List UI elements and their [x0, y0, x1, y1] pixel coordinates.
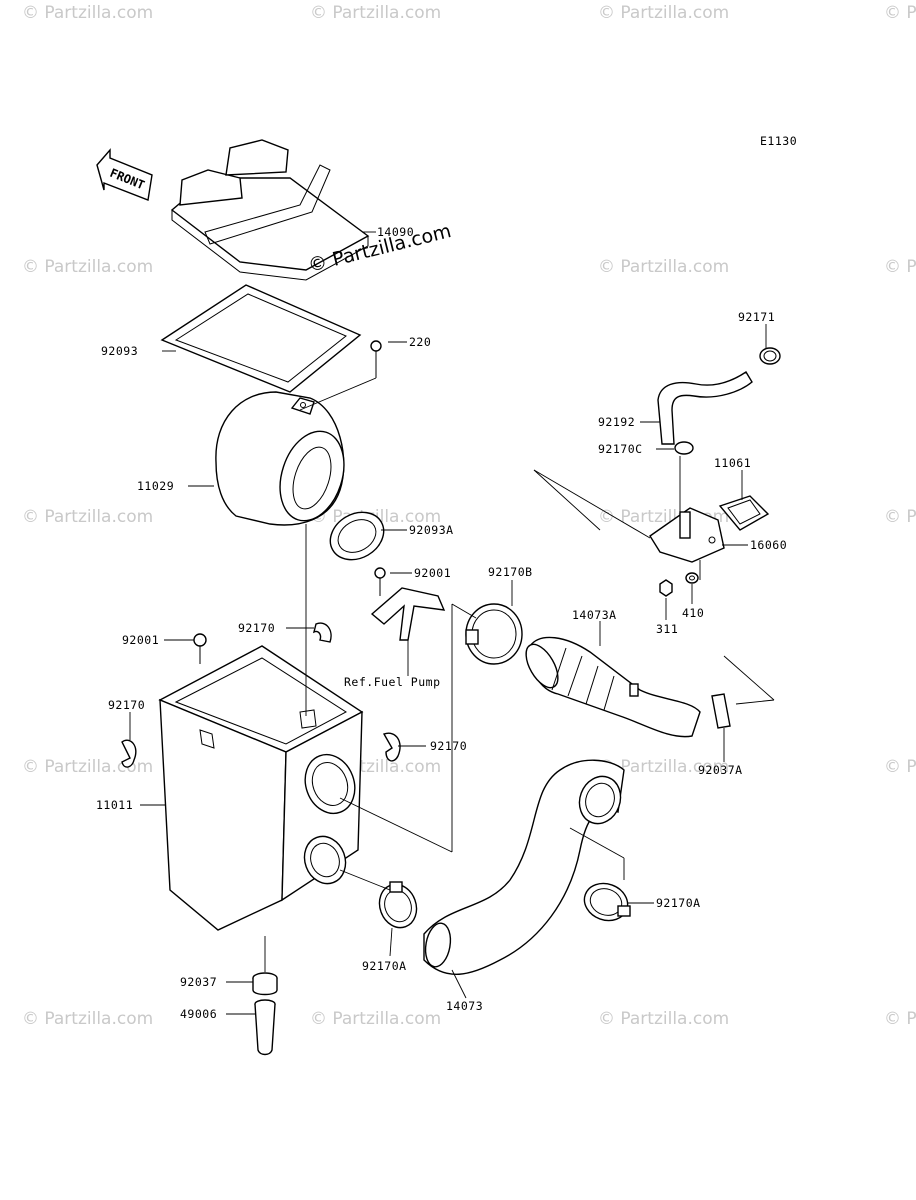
intake-boot-14073A	[525, 636, 701, 738]
watermark: © Partzilla.com	[884, 757, 916, 777]
fuel-pump-bracket	[370, 587, 446, 641]
part-label: 92170	[108, 698, 145, 712]
part-label: 11011	[96, 798, 133, 812]
clamp-92171	[759, 347, 781, 365]
watermark: © Partzilla.com	[884, 507, 916, 527]
clamp-92037	[252, 972, 278, 996]
intake-duct-14073	[423, 759, 625, 975]
watermark: © Partzilla.com	[598, 3, 729, 23]
part-label: 92170	[430, 739, 467, 753]
diagram-code: E1130	[760, 134, 797, 148]
part-label: 14090	[377, 225, 414, 239]
watermark: © Partzilla.com	[884, 257, 916, 277]
watermark: © Partzilla.com	[310, 3, 441, 23]
screw-220	[370, 340, 382, 378]
part-labels: 14090 92093 220 11029 92093A 92001 92170…	[96, 225, 787, 1021]
part-label: 14073A	[572, 608, 617, 622]
watermark: © Partzilla.com	[22, 757, 153, 777]
watermark: © Partzilla.com	[884, 3, 916, 23]
clamp-92170A-left	[378, 881, 418, 929]
reference-note: Ref.Fuel Pump	[344, 675, 441, 689]
air-cleaner-cover	[170, 139, 370, 281]
watermark-grid: © Partzilla.com © Partzilla.com © Partzi…	[22, 3, 916, 1029]
bolt-92001-bracket	[374, 567, 386, 596]
watermark: © Partzilla.com	[598, 1009, 729, 1029]
part-label: 92001	[122, 633, 159, 647]
part-label: 410	[682, 606, 704, 620]
part-label: 311	[656, 622, 678, 636]
part-label: 11061	[714, 456, 751, 470]
gasket-92093	[160, 284, 362, 393]
part-label: 49006	[180, 1007, 217, 1021]
clamp-92170-top	[312, 622, 332, 643]
part-label: 14073	[446, 999, 483, 1013]
watermark: © Partzilla.com	[598, 757, 729, 777]
breather-assembly-16060	[649, 507, 725, 563]
drain-tube-49006	[254, 999, 276, 1056]
part-label: 92171	[738, 310, 775, 324]
part-label: 92037	[180, 975, 217, 989]
watermark: © Partzilla.com	[22, 3, 153, 23]
clamp-92170A-right	[583, 882, 631, 922]
assembly-lines	[264, 377, 775, 972]
clip-92170-right	[382, 732, 401, 762]
hose-92192	[657, 371, 753, 445]
clamp-92170B	[465, 603, 523, 665]
nut-311	[659, 579, 673, 597]
front-arrow-icon: FRONT	[96, 148, 153, 201]
part-label: 16060	[750, 538, 787, 552]
gasket-92093A	[329, 511, 385, 561]
clamp-92170C	[674, 441, 694, 455]
part-label: 11029	[137, 479, 174, 493]
part-label: 220	[409, 335, 431, 349]
part-label: 92170A	[656, 896, 701, 910]
part-label: 92170C	[598, 442, 643, 456]
part-label: 92192	[598, 415, 635, 429]
watermark: © Partzilla.com	[310, 1009, 441, 1029]
part-label: 92093	[101, 344, 138, 358]
part-label: 92093A	[409, 523, 454, 537]
gasket-11061	[718, 495, 770, 531]
leader-lines	[129, 231, 767, 1015]
bolt-92001-box	[193, 633, 207, 664]
watermark: © Partzilla.com	[22, 257, 153, 277]
part-label: 92170	[238, 621, 275, 635]
clamp-92037A	[711, 693, 731, 729]
part-label: 92170B	[488, 565, 533, 579]
air-filter-element	[215, 391, 345, 526]
part-label: 92170A	[362, 959, 407, 973]
watermark: © Partzilla.com	[22, 507, 153, 527]
part-label: 92001	[414, 566, 451, 580]
watermark: © Partzilla.com	[884, 1009, 916, 1029]
clip-92170-left	[121, 739, 137, 768]
washer-410	[685, 572, 699, 584]
watermark: © Partzilla.com	[598, 257, 729, 277]
part-label: 92037A	[698, 763, 743, 777]
watermark: © Partzilla.com	[22, 1009, 153, 1029]
air-cleaner-box	[158, 645, 364, 931]
